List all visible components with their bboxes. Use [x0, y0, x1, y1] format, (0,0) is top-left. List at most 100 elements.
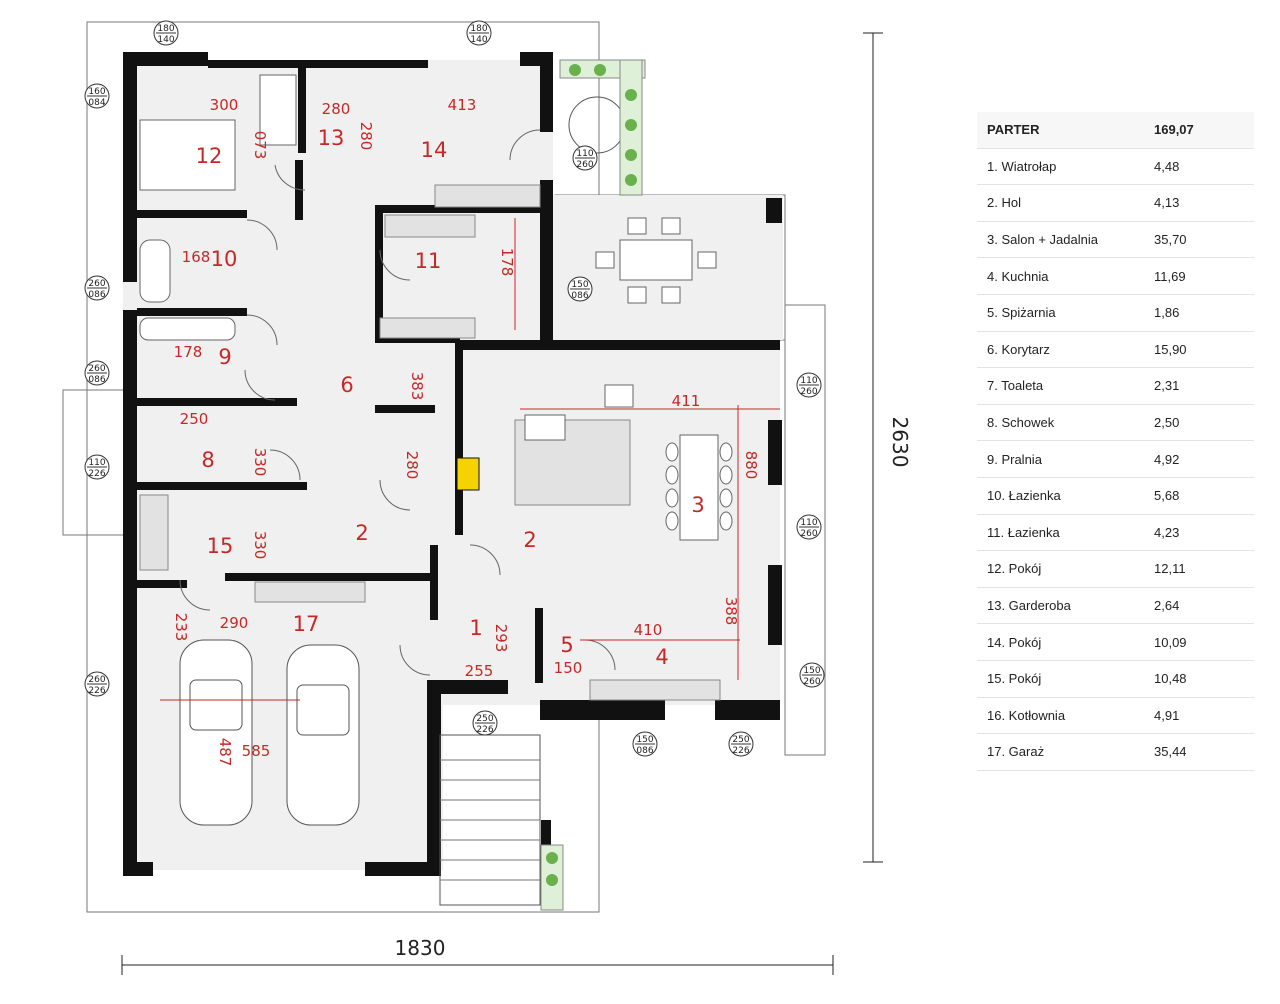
window-tag-bottom: 084 [88, 98, 105, 108]
wall-int-6 [375, 205, 383, 335]
shelf [604, 384, 634, 408]
room-number: 2 [523, 528, 536, 552]
dimension-label: 293 [492, 624, 510, 653]
wall-int-5 [225, 573, 435, 581]
dimension-label: 330 [251, 531, 269, 560]
legend-room-area: 2,64 [1154, 598, 1180, 614]
bathtub-10 [139, 239, 171, 303]
legend-room-area: 15,90 [1154, 341, 1187, 357]
room-number: 10 [211, 247, 238, 271]
window-tag-top: 150 [636, 735, 653, 745]
dimension-label: 410 [634, 621, 663, 639]
dining-chairs [665, 442, 733, 531]
room-number: 1 [469, 616, 482, 640]
window-tag-top: 150 [571, 280, 588, 290]
wall-south-kitchen [540, 700, 665, 720]
dining-table [679, 434, 719, 541]
room-number: 9 [218, 345, 231, 369]
room-number: 14 [421, 138, 448, 162]
window-tag-top: 110 [800, 376, 817, 386]
dimension-label: 300 [210, 96, 239, 114]
car-left [179, 639, 253, 826]
legend-room-label: 16. Kotłownia [987, 707, 1066, 723]
wall-living-east-2 [768, 565, 782, 645]
wall-west-upper [123, 52, 137, 282]
legend-room-label: 14. Pokój [987, 634, 1042, 650]
dimension-label: 413 [448, 96, 477, 114]
wall-north-left [123, 52, 208, 66]
terrace-table [619, 239, 693, 281]
wall-garage-south-left [123, 862, 153, 876]
window-tag-bottom: 260 [800, 529, 817, 539]
bed [139, 119, 236, 191]
legend-room-area: 4,13 [1154, 195, 1180, 211]
window-tag-top: 180 [470, 24, 487, 34]
wall-west-garage [123, 480, 137, 875]
dimension-label: 233 [172, 613, 190, 642]
terrace-pillar [766, 198, 782, 223]
window-tag-bottom: 260 [800, 387, 817, 397]
window-tag-bottom: 260 [576, 160, 593, 170]
legend-room-area: 35,44 [1154, 744, 1187, 760]
wardrobe-corridor [379, 317, 476, 339]
overall-dim-lines [121, 32, 883, 975]
legend-room-label: 6. Korytarz [987, 341, 1050, 357]
legend-room-label: 4. Kuchnia [987, 268, 1049, 284]
wall-garage-east [427, 680, 441, 876]
window-tag-top: 260 [88, 675, 105, 685]
legend-room-label: 10. Łazienka [987, 488, 1061, 504]
window-tag-bottom: 226 [732, 746, 749, 756]
legend-room-label: 8. Schowek [987, 415, 1055, 431]
window-tag-top: 260 [88, 364, 105, 374]
window-tag-top: 150 [803, 666, 820, 676]
wardrobe-15 [139, 494, 169, 571]
window-tag-top: 110 [576, 149, 593, 159]
window-tag-bottom: 086 [636, 746, 653, 756]
room-number: 4 [655, 645, 668, 669]
step-lines [440, 759, 540, 881]
spiral-stair [568, 96, 626, 154]
overall-height-label: 2630 [888, 417, 912, 468]
legend-room-area: 4,23 [1154, 524, 1180, 540]
wall-west-lower [123, 310, 137, 490]
window-tag-bottom: 226 [88, 469, 105, 479]
wall-int-12 [375, 405, 435, 413]
legend-row: 17. Garaż 35,44 [977, 734, 1254, 771]
window-tag-bottom: 140 [470, 35, 487, 45]
dimension-label: 073 [251, 131, 269, 160]
window-tag-top: 160 [88, 87, 105, 97]
window-tag-bottom: 086 [571, 291, 588, 301]
dimension-label: 178 [174, 343, 203, 361]
legend-row: 6. Korytarz 15,90 [977, 332, 1254, 369]
legend-header-value: 169,07 [1154, 122, 1194, 138]
wall-int-15 [137, 580, 187, 588]
room-number: 13 [318, 126, 345, 150]
legend-room-area: 4,91 [1154, 707, 1180, 723]
wall-south-kitchen-2 [715, 700, 780, 720]
wall-int-4 [137, 482, 307, 490]
room-number: 17 [293, 612, 320, 636]
legend-room-label: 2. Hol [987, 195, 1021, 211]
dimension-label: 290 [220, 614, 249, 632]
legend-room-label: 17. Garaż [987, 744, 1045, 760]
plant-box-south [540, 844, 564, 911]
wall-int-11 [375, 335, 460, 343]
wall-int-13 [430, 545, 438, 620]
